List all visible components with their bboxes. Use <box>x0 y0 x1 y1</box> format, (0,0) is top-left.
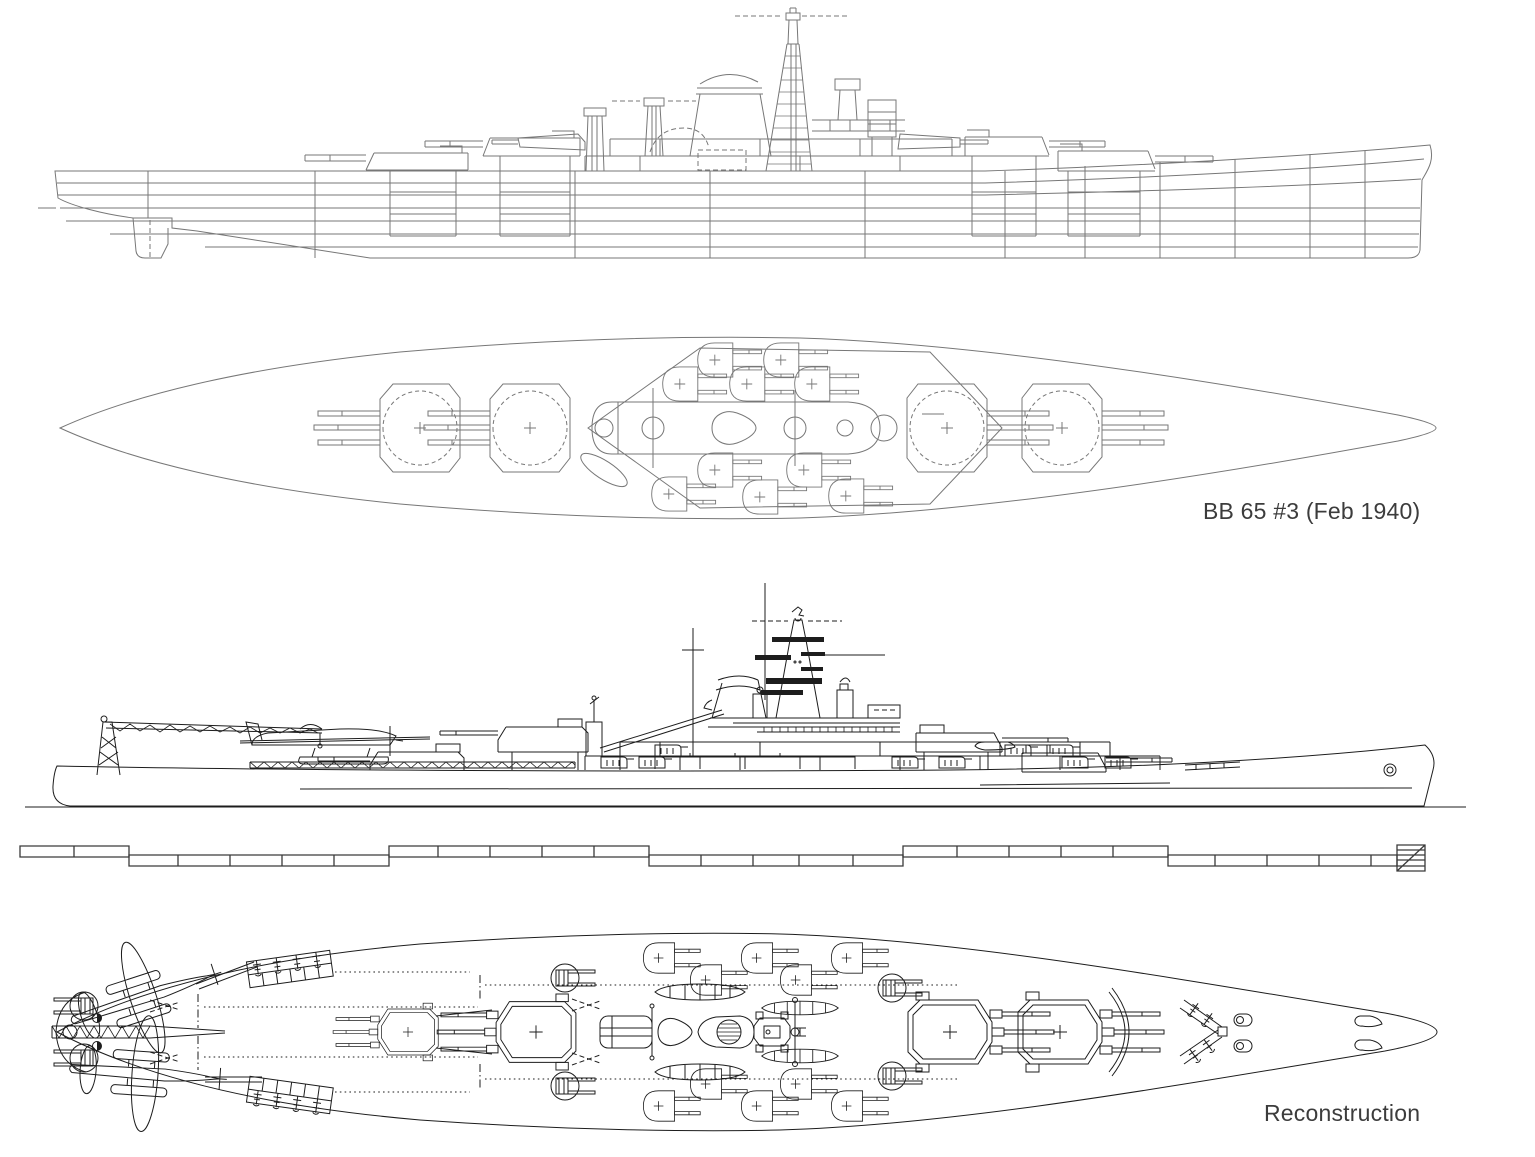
armor-strip-drawing <box>19 844 1426 872</box>
superstructure-profile <box>491 133 989 171</box>
degaussing-arc <box>1108 987 1130 1077</box>
bb65-profile-drawing <box>38 7 1433 259</box>
hull-profile <box>25 744 1466 808</box>
ships-boats-plan <box>654 983 839 1081</box>
caption-bb65: BB 65 #3 (Feb 1940) <box>1203 498 1421 524</box>
reconstruction-plan-drawing <box>51 916 1438 1138</box>
breakwater-profile <box>1184 761 1241 771</box>
turret-x-profile <box>439 718 589 770</box>
anchor-gear-plan <box>1233 1013 1383 1053</box>
turret-y-profile <box>304 145 469 237</box>
hull-plan <box>58 336 1437 520</box>
catapult-profile <box>249 761 576 769</box>
main-turrets-plan <box>332 991 1165 1073</box>
secondary-mounts-plan <box>651 342 894 515</box>
bridge-tower <box>752 583 885 719</box>
tripod-mast <box>735 7 850 172</box>
turret-x-profile <box>424 130 581 237</box>
turret-b-profile <box>956 129 1106 237</box>
funnel <box>703 675 770 728</box>
stern-aircraft-deck <box>51 916 262 1138</box>
turret-y-profile <box>317 743 465 770</box>
main-turrets-plan <box>313 383 1169 473</box>
mainmast <box>682 628 704 756</box>
turret-a-profile <box>1057 143 1214 237</box>
funnel <box>649 73 772 171</box>
caption-reconstruction: Reconstruction <box>1264 1100 1421 1126</box>
breakwater-plan <box>1179 999 1228 1065</box>
floatplane-profile <box>239 721 431 765</box>
boat-skids <box>245 949 334 1116</box>
turret-b-profile <box>915 724 1069 770</box>
superstructure-profile <box>584 695 1161 770</box>
hull-profile <box>38 144 1433 259</box>
superstructure-plan <box>580 347 1003 509</box>
handling-rails <box>149 971 960 1093</box>
aft-deckhouse <box>654 753 856 769</box>
turret-a-profile <box>1021 744 1173 773</box>
hull-plan <box>55 932 1438 1132</box>
superstructure-plan <box>599 997 806 1067</box>
after-directors <box>812 78 905 156</box>
director-tower-aft <box>583 97 696 172</box>
bb65-plan-drawing <box>58 336 1437 520</box>
reconstruction-profile-drawing <box>25 583 1466 808</box>
